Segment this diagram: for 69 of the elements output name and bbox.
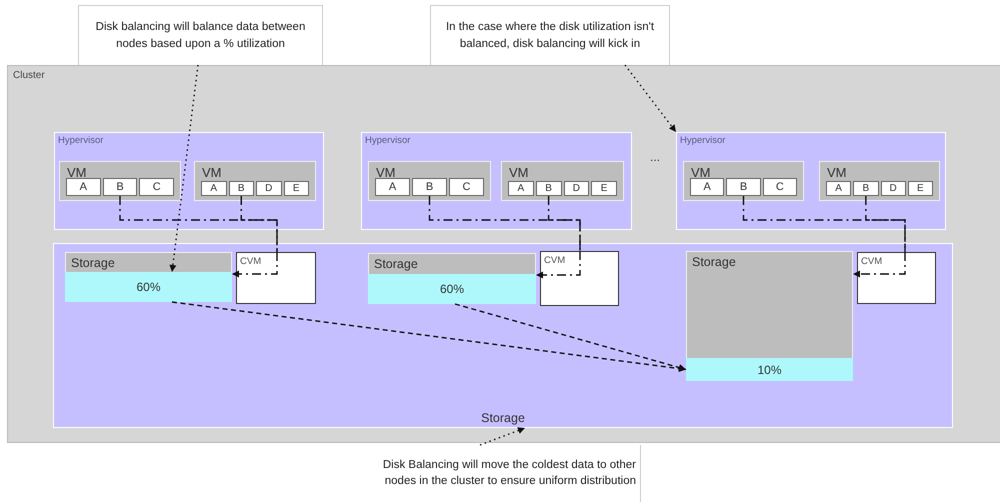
utilization-bar: 10% bbox=[686, 358, 853, 381]
arrow bbox=[172, 301, 686, 372]
group-label: Storage bbox=[480, 411, 526, 425]
ellipsis-label: ... bbox=[650, 150, 660, 164]
arrow bbox=[480, 427, 526, 446]
callout-note: In the case where the disk utilization isn't balanced, disk balancing will kick in bbox=[430, 5, 670, 65]
data-block: B bbox=[726, 178, 761, 196]
box-label: CVM bbox=[544, 255, 566, 266]
data-block: B bbox=[102, 178, 138, 196]
group-label: Hypervisor bbox=[680, 135, 726, 146]
data-block: E bbox=[591, 181, 617, 196]
data-block: A bbox=[201, 181, 226, 196]
arrow bbox=[169, 64, 199, 272]
data-block: A bbox=[508, 181, 534, 196]
box-label: CVM bbox=[240, 256, 262, 267]
data-block: E bbox=[284, 181, 309, 196]
storage-box bbox=[368, 253, 536, 304]
box-label: CVM bbox=[861, 256, 882, 267]
group-label: Hypervisor bbox=[58, 135, 104, 146]
cvm-box bbox=[540, 251, 619, 306]
data-block: B bbox=[412, 178, 447, 196]
box-label: Storage bbox=[374, 257, 418, 271]
vm-box bbox=[501, 161, 624, 201]
group-label: Hypervisor bbox=[365, 135, 410, 146]
data-block: B bbox=[536, 181, 562, 196]
arrow bbox=[454, 303, 686, 371]
data-block: C bbox=[762, 178, 797, 196]
vm-box bbox=[59, 161, 181, 201]
data-block: B bbox=[853, 181, 878, 196]
data-block: A bbox=[690, 178, 724, 196]
data-block: D bbox=[256, 181, 282, 196]
vm-box bbox=[194, 161, 316, 201]
data-block: C bbox=[139, 178, 174, 196]
box-label: VM bbox=[827, 165, 846, 180]
data-block: C bbox=[449, 178, 484, 196]
cvm-box bbox=[236, 252, 316, 304]
box-label: Storage bbox=[71, 256, 115, 270]
data-block: B bbox=[228, 181, 254, 196]
arrow bbox=[853, 252, 906, 278]
callout-note: Disk balancing will balance data between nodes based upon a % utilization bbox=[78, 5, 323, 65]
vm-box bbox=[683, 161, 804, 201]
hypervisor-panel bbox=[676, 132, 946, 230]
box-label: VM bbox=[376, 165, 396, 180]
box-label: Storage bbox=[692, 255, 736, 269]
storage-box bbox=[686, 251, 853, 381]
box-label: VM bbox=[509, 165, 528, 180]
data-block: A bbox=[66, 178, 101, 196]
arrow bbox=[232, 252, 278, 278]
storage-pool-panel bbox=[53, 243, 953, 428]
utilization-bar: 60% bbox=[368, 274, 536, 304]
box-label: VM bbox=[202, 165, 222, 180]
cvm-box bbox=[857, 252, 936, 304]
storage-box bbox=[65, 252, 232, 302]
data-block: A bbox=[826, 181, 852, 196]
box-label: VM bbox=[67, 165, 86, 180]
cluster-panel bbox=[7, 65, 1000, 443]
utilization-bar: 60% bbox=[65, 272, 232, 302]
arrow bbox=[536, 251, 581, 278]
arrow bbox=[624, 64, 677, 132]
hypervisor-panel bbox=[361, 132, 632, 230]
data-block: A bbox=[375, 178, 410, 196]
data-block: D bbox=[564, 181, 590, 196]
data-block: D bbox=[880, 181, 906, 196]
vm-box bbox=[819, 161, 940, 201]
data-block: E bbox=[908, 181, 933, 196]
hypervisor-panel bbox=[54, 132, 324, 230]
vm-box bbox=[368, 161, 491, 201]
box-label: VM bbox=[691, 165, 710, 180]
group-label: Cluster bbox=[13, 70, 45, 81]
